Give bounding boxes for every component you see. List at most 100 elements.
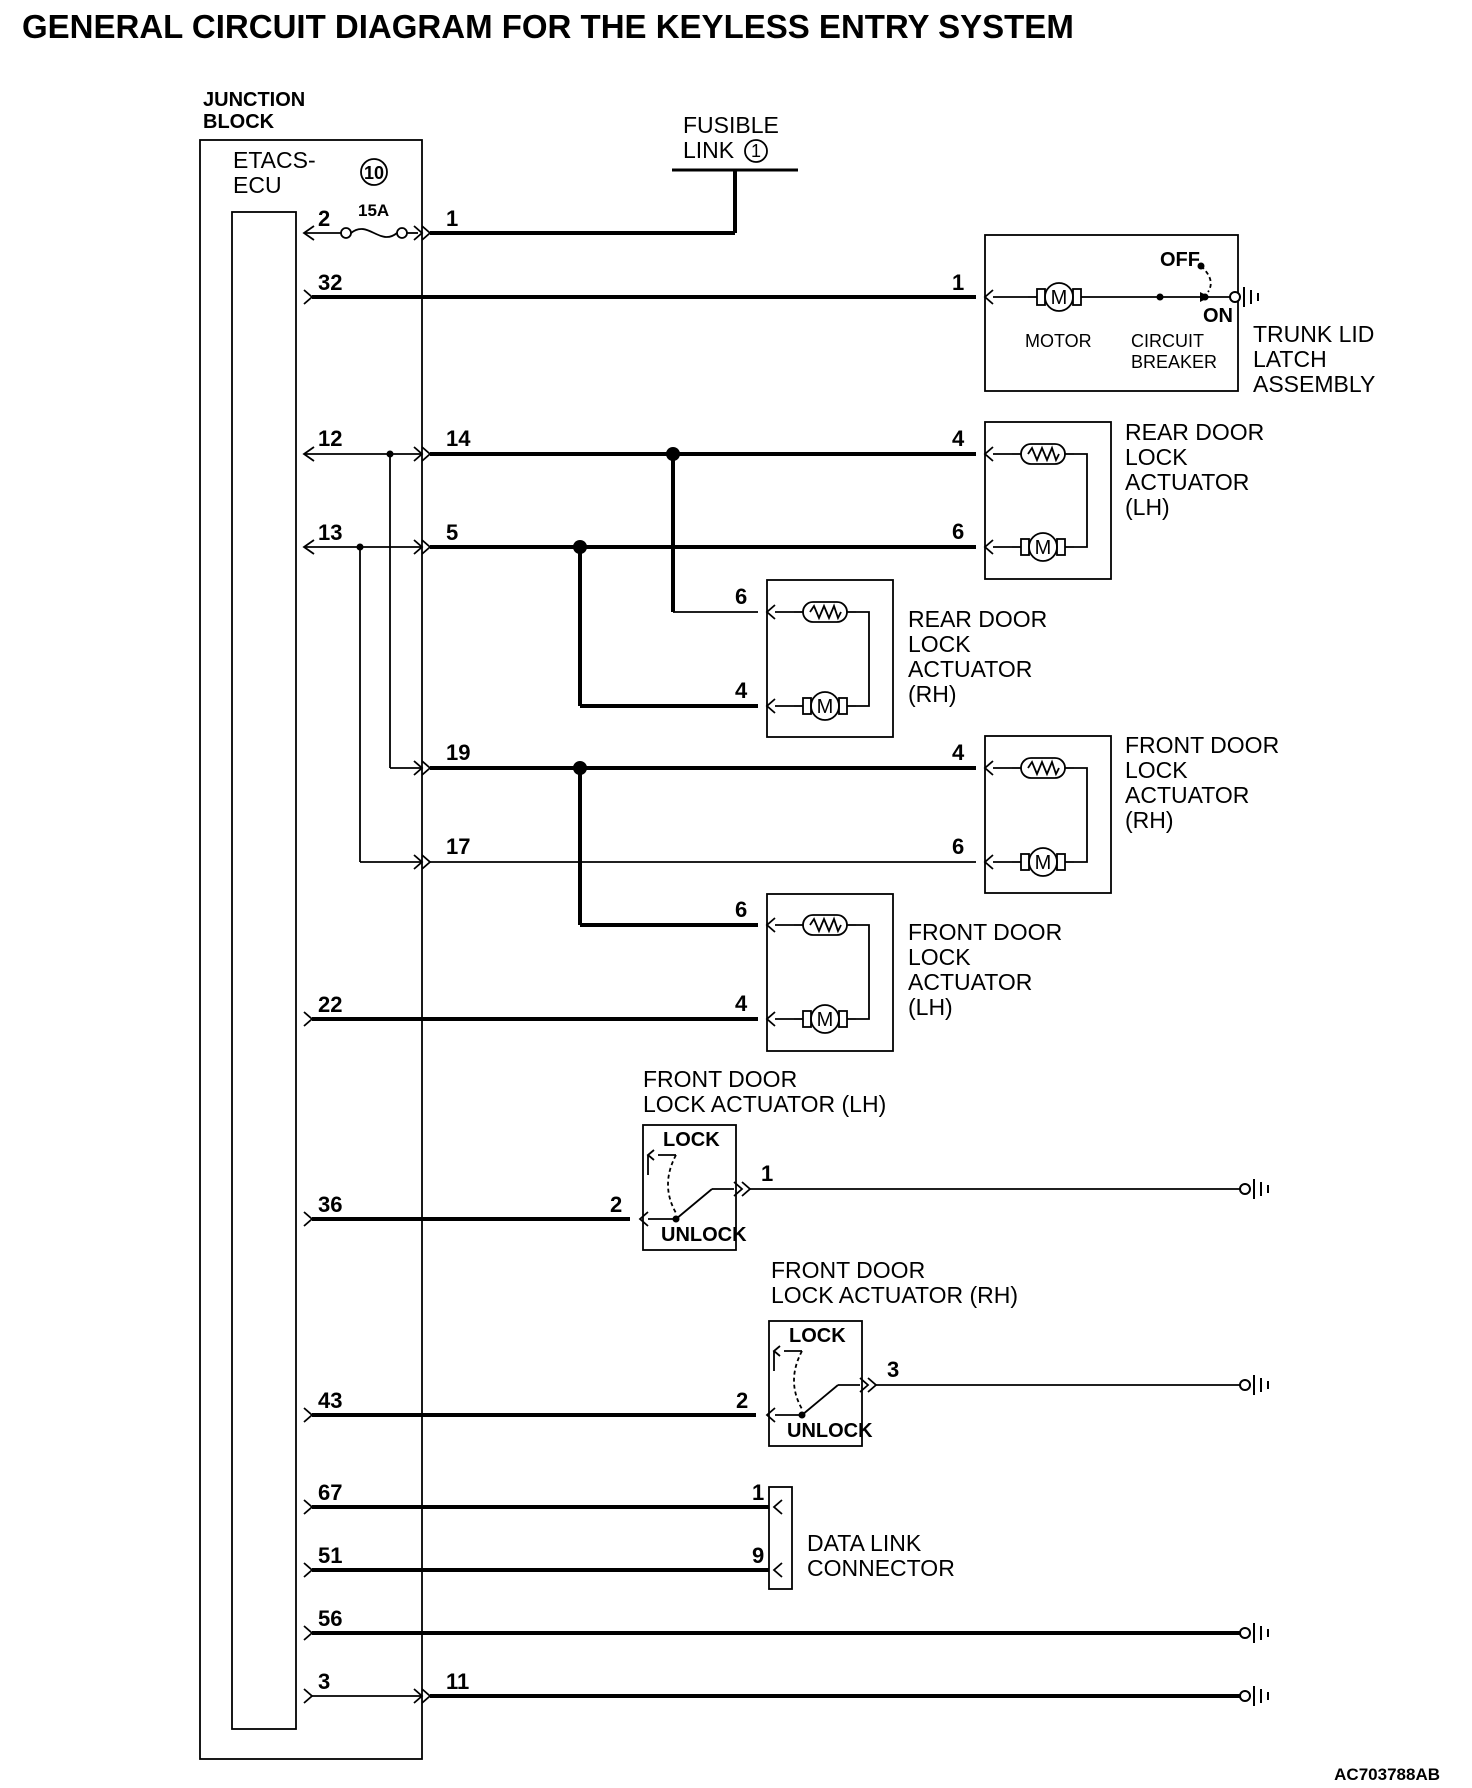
actuator-name-2: LOCK [908,631,971,657]
pin-label-17: 17 [446,834,470,859]
pin-label-22: 22 [318,992,342,1017]
circuit-breaker-label-2: BREAKER [1131,352,1217,372]
switch-lock-label: LOCK [789,1325,846,1347]
pin-label-6: 6 [952,834,964,859]
actuator-name-3: ACTUATOR [1125,469,1249,495]
fusible-link-number-circle [744,139,768,163]
switch-unlock-label: UNLOCK [661,1224,747,1246]
rear-door-lock-actuator-lh: 4 6 REAR DOOR LOCK ACTUATOR (LH) [952,419,1264,580]
switch-name-2: LOCK ACTUATOR (RH) [771,1282,1018,1308]
wire-22: 22 [303,992,758,1027]
trunk-ground-icon [1229,286,1259,308]
diagram-title: GENERAL CIRCUIT DIAGRAM FOR THE KEYLESS … [22,8,1074,45]
trunk-latch-box [984,234,1239,392]
fuse-number-circle [360,158,388,186]
pin-label-6: 6 [735,584,747,609]
switch-name-2: LOCK ACTUATOR (LH) [643,1091,886,1117]
data-link-connector-label: DATA LINK [807,1530,922,1556]
switch-unlock-label: UNLOCK [787,1420,873,1442]
fusible-link-number: 1 [751,141,761,161]
junction-block-label-2: BLOCK [203,111,275,133]
breaker-on-label: ON [1203,305,1233,327]
actuator-name-4: (RH) [908,681,957,707]
actuator-name-4: (LH) [908,994,953,1020]
trunk-motor-label: MOTOR [1025,331,1092,351]
motor-icon [793,691,857,721]
pin-label-4: 4 [735,678,748,703]
pin-label-1-trunk: 1 [952,270,964,295]
pin-label-3: 3 [887,1357,899,1382]
pin-label-2-fuse: 2 [318,206,330,231]
pin-label-9: 9 [752,1543,764,1568]
front-door-lock-switch-lh: 36 2 LOCK UNLOCK 1 FRONT DOOR LOCK ACTUA… [303,1066,1269,1251]
switch-lock-label: LOCK [663,1129,720,1151]
switch-name: FRONT DOOR [643,1066,797,1092]
etacs-ecu-outline [231,211,297,1730]
etacs-ecu-label-2: ECU [233,172,282,198]
trunk-latch-name-3: ASSEMBLY [1253,371,1375,397]
breaker-off-label: OFF [1160,249,1200,271]
pin-label-1-fuse: 1 [446,206,458,231]
pin-label-3: 3 [318,1669,330,1694]
motor-icon [793,1004,857,1034]
junction-block-outline [199,139,423,1760]
fusible-link-label-2: LINK [683,137,735,163]
data-link-connector-label-2: CONNECTOR [807,1555,955,1581]
motor-icon [1011,847,1075,877]
pin-label-5: 5 [446,520,458,545]
pin-label-6: 6 [735,897,747,922]
actuator-name-4: (RH) [1125,807,1174,833]
pin-label-56: 56 [318,1606,342,1631]
pin-label-1: 1 [752,1480,764,1505]
actuator-name-2: LOCK [908,944,971,970]
ptc-thermistor-icon [1011,443,1075,465]
ptc-thermistor-icon [793,914,857,936]
pin-label-4: 4 [735,991,748,1016]
etacs-ecu-label: ETACS- [233,147,316,173]
pin-label-14: 14 [446,426,471,451]
wire-56: 56 [303,1606,1269,1644]
actuator-name-3: ACTUATOR [908,969,1032,995]
pin-label-19: 19 [446,740,470,765]
circuit-breaker-label: CIRCUIT [1131,331,1204,351]
front-door-lock-actuator-lh: 6 4 FRONT DOOR LOCK ACTUATOR (LH) [735,893,1062,1052]
pin-label-1: 1 [761,1161,773,1186]
pin-label-11: 11 [446,1669,469,1694]
ground-icon [1239,1685,1269,1707]
wire-3-11: 3 11 [303,1669,1269,1707]
pin-label-51: 51 [318,1543,342,1568]
junction-block: JUNCTION BLOCK ETACS- ECU 10 15A [199,89,423,1760]
pin-label-43: 43 [318,1388,342,1413]
fusible-link-label: FUSIBLE [683,112,779,138]
pin-label-2: 2 [610,1192,622,1217]
fuse-number: 10 [364,163,384,183]
actuator-name: FRONT DOOR [908,919,1062,945]
fuse-circuit: 2 1 FUSIBLE LINK 1 [302,112,798,241]
switch-name: FRONT DOOR [771,1257,925,1283]
pin-label-12: 12 [318,426,342,451]
pin-label-2: 2 [736,1388,748,1413]
data-link-connector-body [768,1486,793,1590]
ground-icon [1239,1622,1269,1644]
trunk-latch-name-2: LATCH [1253,346,1327,372]
actuator-name-3: ACTUATOR [1125,782,1249,808]
pin-label-4: 4 [952,740,965,765]
motor-icon [1011,532,1075,562]
pin-label-32: 32 [318,270,342,295]
actuator-name-4: (LH) [1125,494,1170,520]
trunk-motor-icon [1027,282,1091,312]
pin-label-4: 4 [952,426,965,451]
ptc-thermistor-icon [793,601,857,623]
ptc-thermistor-icon [1011,757,1075,779]
figure-reference: AC703788AB [1334,1765,1440,1784]
pin-label-67: 67 [318,1480,342,1505]
actuator-name-3: ACTUATOR [908,656,1032,682]
actuator-name: REAR DOOR [908,606,1047,632]
data-link-connector: 67 1 51 9 DATA LINK CONNECTOR [303,1480,955,1590]
pin-label-36: 36 [318,1192,342,1217]
trunk-latch-name: TRUNK LID [1253,321,1374,347]
actuator-name-2: LOCK [1125,444,1188,470]
actuator-name: REAR DOOR [1125,419,1264,445]
junction-block-label: JUNCTION [203,89,305,111]
